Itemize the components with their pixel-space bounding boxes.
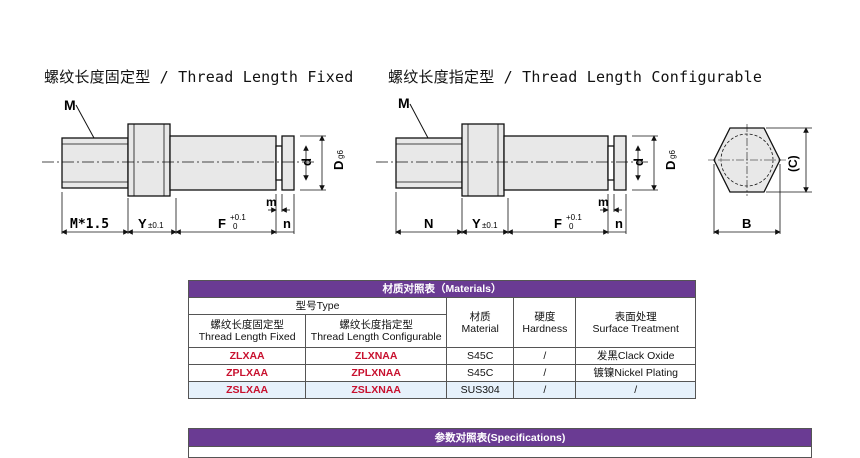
cell-hardness: / xyxy=(513,347,577,365)
dim-y-tol-left: ±0.1 xyxy=(148,221,164,230)
surface-header: 表面处理 Surface Treatment xyxy=(575,297,696,348)
specifications-title-bar: 参数对照表(Specifications) xyxy=(188,428,812,447)
label-m-small-left: m xyxy=(266,195,277,209)
cell-hardness: / xyxy=(513,364,577,382)
cell-surface: / xyxy=(575,381,696,399)
cell-material: S45C xyxy=(446,364,515,382)
dim-f-tol-low-left: 0 xyxy=(233,222,238,231)
cell-fixed: ZLXAA xyxy=(187,347,307,365)
label-n-right: n xyxy=(615,216,623,231)
configurable-header-cn: 螺纹长度指定型 xyxy=(339,319,413,331)
label-m-right: M xyxy=(398,95,410,111)
fixed-header-cn: 螺纹长度固定型 xyxy=(210,319,284,331)
label-d-left: d xyxy=(299,158,314,166)
materials-table: 材质对照表（Materials） 型号Type 材质 Material 硬度 H… xyxy=(187,280,696,399)
label-m-small-right: m xyxy=(598,195,609,209)
table-row: ZPLXAA ZPLXNAA S45C / 镀镍Nickel Plating xyxy=(187,364,696,382)
material-header: 材质 Material xyxy=(446,297,515,348)
label-dg6-left: D xyxy=(331,161,346,170)
materials-title: 材质对照表（Materials） xyxy=(188,280,696,298)
shaft-end xyxy=(613,135,627,191)
cell-material: S45C xyxy=(446,347,515,365)
label-d-right: d xyxy=(631,158,646,166)
dim-y-left: Y xyxy=(138,216,147,231)
hex-collar xyxy=(461,123,505,197)
dim-c: (C) xyxy=(786,155,800,172)
configurable-header: 螺纹长度指定型 Thread Length Configurable xyxy=(305,314,448,348)
label-n-left: n xyxy=(283,216,291,231)
dim-n: N xyxy=(424,216,433,231)
cell-fixed: ZPLXAA xyxy=(187,364,307,382)
cell-configurable: ZLXNAA xyxy=(305,347,448,365)
label-dg6-sub-right: g6 xyxy=(668,150,677,159)
configurable-part-drawing xyxy=(395,123,627,197)
dim-y-right: Y xyxy=(472,216,481,231)
material-header-cn: 材质 xyxy=(469,310,491,323)
technical-drawing: M d D g6 M*1.5 Y ±0.1 F +0.1 0 m n xyxy=(42,95,812,235)
heading-thread-length-fixed: 螺纹长度固定型 / Thread Length Fixed xyxy=(44,68,354,86)
specifications-title: 参数对照表(Specifications) xyxy=(188,428,812,447)
shaft xyxy=(503,135,609,191)
hardness-header: 硬度 Hardness xyxy=(513,297,577,348)
specifications-table: 参数对照表(Specifications) xyxy=(188,428,812,458)
cell-material: SUS304 xyxy=(446,381,515,399)
cell-configurable: ZSLXNAA xyxy=(305,381,448,399)
shaft xyxy=(169,135,277,191)
cell-surface: 发黑Clack Oxide xyxy=(575,347,696,365)
table-row: ZLXAA ZLXNAA S45C / 发黑Clack Oxide xyxy=(187,347,696,365)
dim-f-tol-low-right: 0 xyxy=(569,222,574,231)
hardness-header-cn: 硬度 xyxy=(534,310,556,323)
hardness-header-en: Hardness xyxy=(522,322,568,335)
fixed-header-en: Thread Length Fixed xyxy=(198,331,296,343)
dim-f-left: F xyxy=(218,216,226,231)
label-dg6-sub-left: g6 xyxy=(336,150,345,159)
dim-f-tol-up-right: +0.1 xyxy=(566,213,582,222)
thread-section xyxy=(61,137,129,189)
cell-hardness: / xyxy=(513,381,577,399)
surface-header-en: Surface Treatment xyxy=(592,322,679,335)
materials-title-bar: 材质对照表（Materials） xyxy=(188,280,696,298)
surface-header-cn: 表面处理 xyxy=(614,310,657,323)
dim-f-tol-up-left: +0.1 xyxy=(230,213,246,222)
table-row: ZSLXAA ZSLXNAA SUS304 / / xyxy=(187,381,696,399)
thread-section xyxy=(395,137,463,189)
fixed-part-drawing xyxy=(61,123,295,197)
fixed-header: 螺纹长度固定型 Thread Length Fixed xyxy=(187,314,307,348)
dim-m15: M*1.5 xyxy=(70,217,109,232)
configurable-header-en: Thread Length Configurable xyxy=(310,331,442,343)
cell-configurable: ZPLXNAA xyxy=(305,364,448,382)
cell-fixed: ZSLXAA xyxy=(187,381,307,399)
specifications-stub-row xyxy=(188,446,812,458)
label-m-left: M xyxy=(64,97,76,113)
type-header: 型号Type xyxy=(187,297,448,315)
dim-y-tol-right: ±0.1 xyxy=(482,221,498,230)
material-header-en: Material xyxy=(461,322,499,335)
heading-thread-length-configurable: 螺纹长度指定型 / Thread Length Configurable xyxy=(388,68,763,86)
dim-b: B xyxy=(742,216,751,231)
label-dg6-right: D xyxy=(663,161,678,170)
cell-surface: 镀镍Nickel Plating xyxy=(575,364,696,382)
shaft-end xyxy=(281,135,295,191)
dim-f-right: F xyxy=(554,216,562,231)
